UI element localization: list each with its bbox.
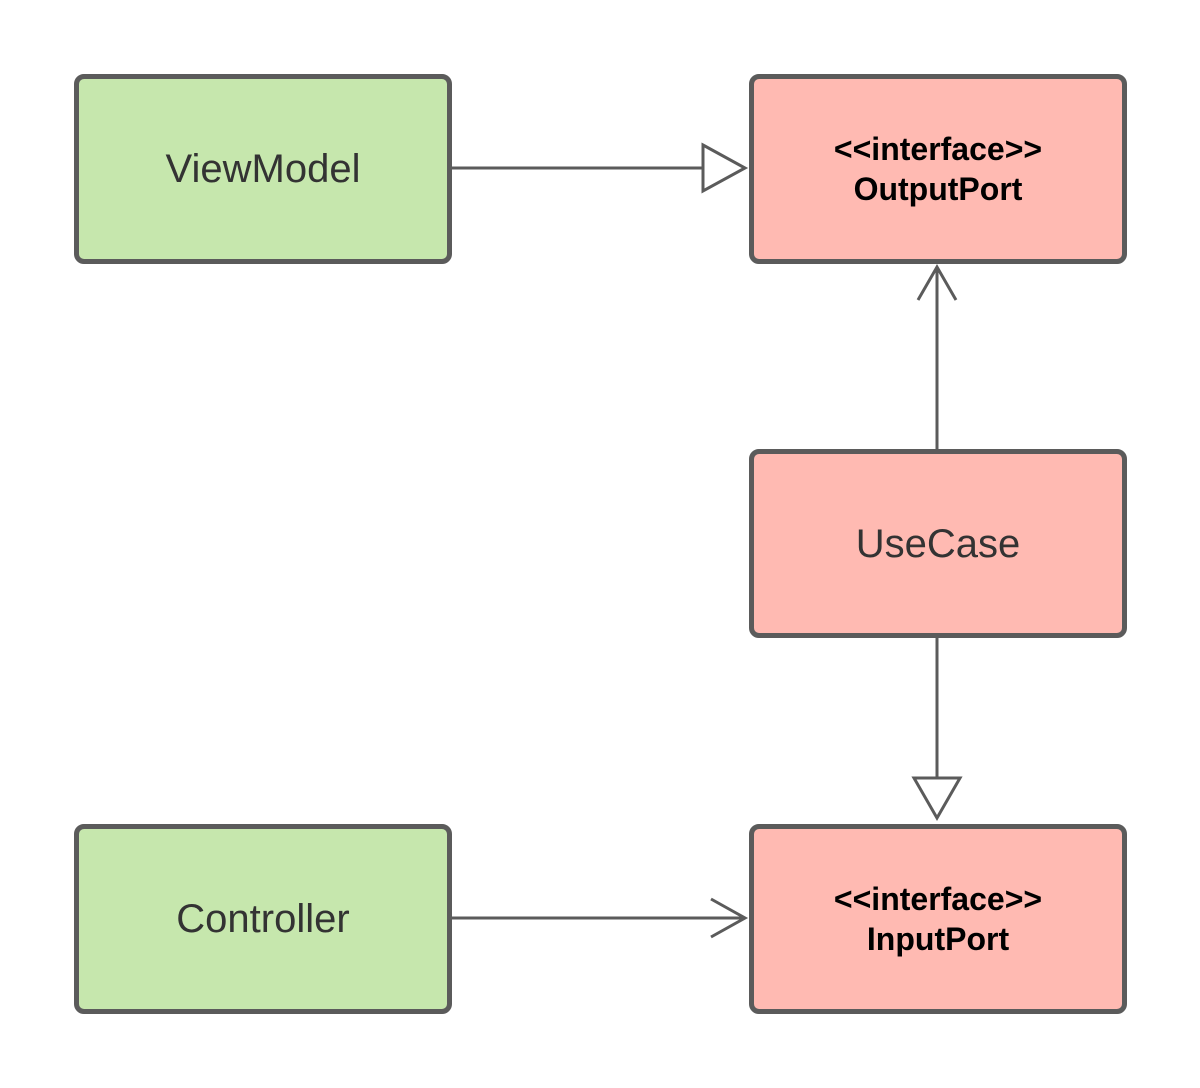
hollow-triangle-arrowhead [911,776,963,822]
open-arrowhead [710,897,749,939]
outputport-stereotype: <<interface>> [833,131,1043,167]
outputport-name: OutputPort [853,171,1023,207]
edge-usecase-to-inputport [911,638,963,822]
inputport-stereotype: <<interface>> [833,881,1043,917]
open-arrowhead [916,263,958,301]
viewmodel-node[interactable]: ViewModel [74,74,452,264]
hollow-triangle-arrowhead [701,142,749,194]
controller-node[interactable]: Controller [74,824,452,1014]
outputport-node[interactable]: <<interface>> OutputPort [749,74,1127,264]
usecase-node[interactable]: UseCase [749,449,1127,638]
usecase-label: UseCase [855,521,1021,566]
controller-label: Controller [176,897,350,941]
edge-controller-to-inputport [452,897,749,939]
viewmodel-label: ViewModel [165,147,361,191]
inputport-name: InputPort [866,921,1010,957]
inputport-node[interactable]: <<interface>> InputPort [749,824,1127,1014]
edge-viewmodel-to-outputport [452,142,749,194]
edge-usecase-to-outputport [916,263,958,449]
